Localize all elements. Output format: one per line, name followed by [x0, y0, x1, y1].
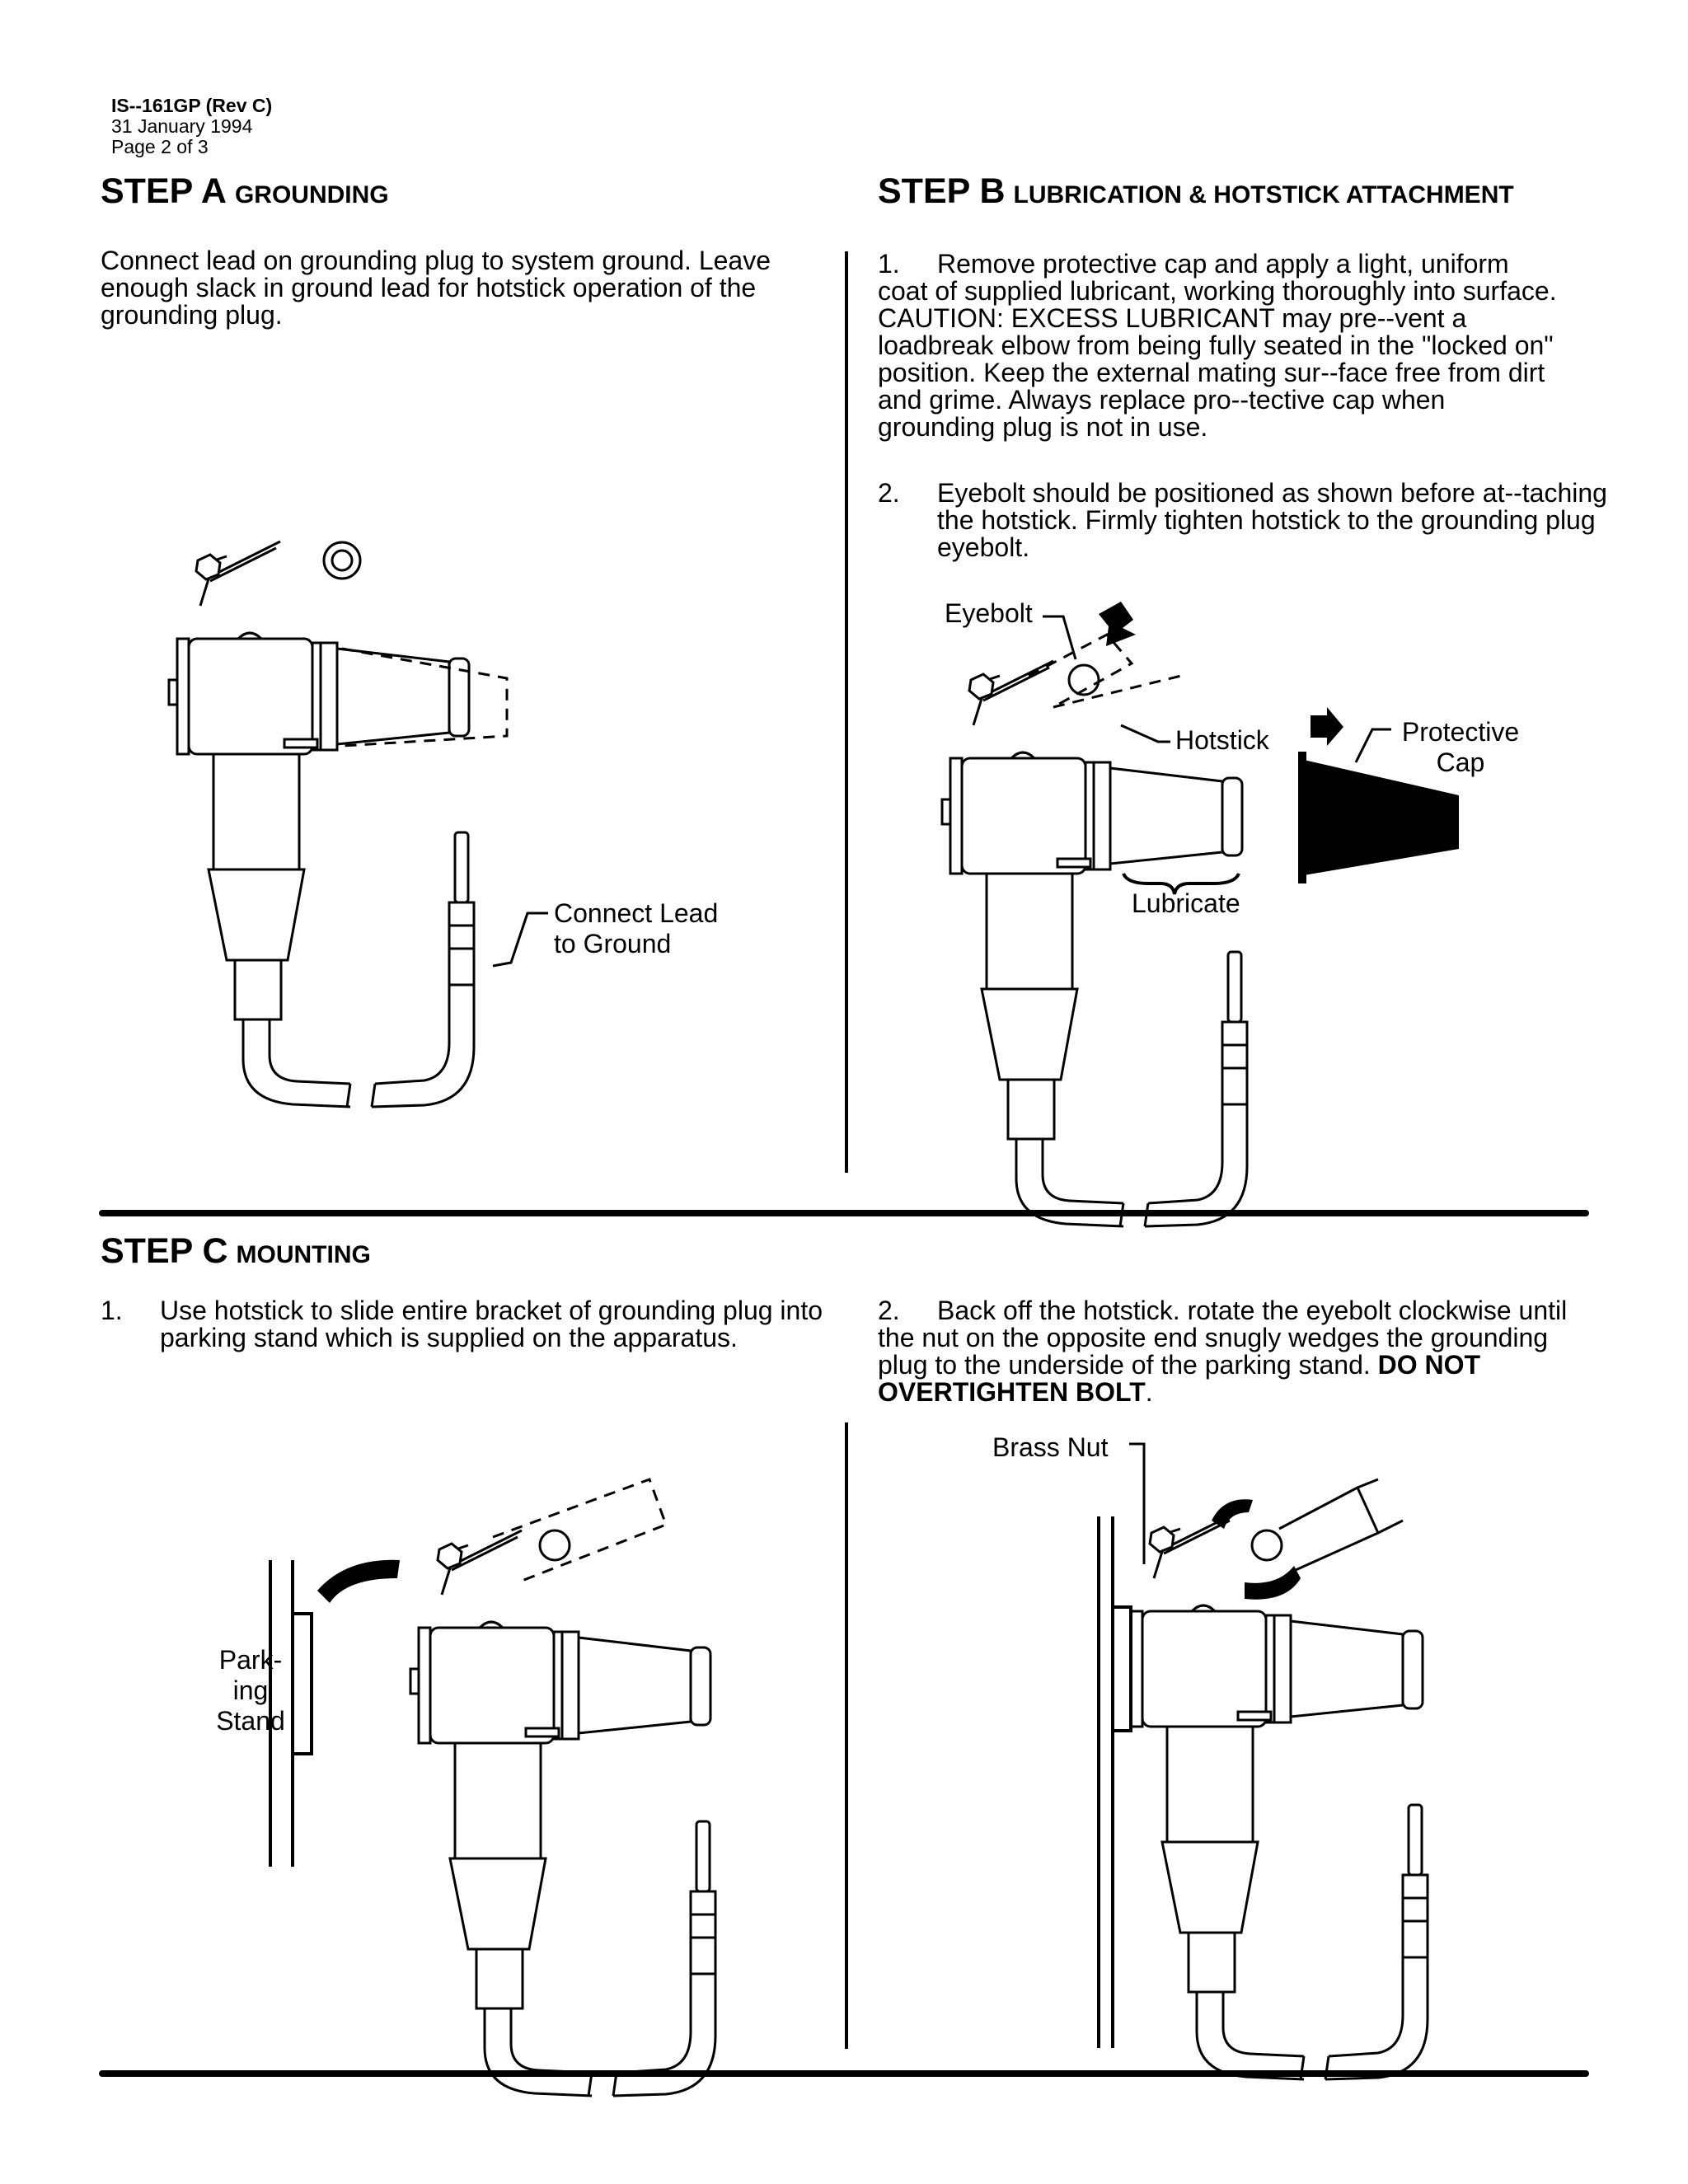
step-b-item-2-number: 2. [878, 478, 900, 508]
step-c-item-2: 2.Back off the hotstick. rotate the eyeb… [878, 1297, 1570, 1406]
label-connect-lead: Connect Lead to Ground [554, 898, 718, 959]
figure-protective-cap [1298, 707, 1459, 883]
step-b-title: STEP B [878, 171, 1006, 211]
label-parking-stand-line-3: Stand [216, 1706, 285, 1736]
label-brass-nut: Brass Nut [992, 1432, 1109, 1462]
vertical-divider-top [845, 251, 848, 1173]
label-protective-cap-line-2: Cap [1436, 748, 1485, 777]
doc-date: 31 January 1994 [111, 115, 253, 137]
arrow-slide [317, 1559, 400, 1603]
figure-parking-stand [269, 1560, 313, 1867]
leader-connect-lead [492, 912, 548, 968]
figure-step-a-plug [167, 540, 509, 1108]
step-c-item-2-number: 2. [878, 1296, 900, 1325]
step-b-item-2: 2. Eyebolt should be positioned as shown … [878, 480, 1646, 561]
step-c-item-1: 1. Use hotstick to slide entire bracket o… [101, 1297, 902, 1352]
step-c-item-2-end: . [1145, 1377, 1153, 1407]
figure-wall [1097, 1516, 1132, 2048]
step-b-subtitle: LUBRICATION & HOTSTICK ATTACHMENT [1013, 181, 1514, 209]
step-c-item-2-warning: DO NOT OVERTIGHTEN BOLT [878, 1350, 1481, 1407]
label-eyebolt: Eyebolt [945, 598, 1033, 628]
step-b-item-1-number: 1. [878, 249, 900, 279]
arrow-eyebolt [1099, 602, 1136, 646]
step-c-subtitle: MOUNTING [236, 1241, 371, 1268]
step-c-item-2-text: Back off the hotstick. rotate the eyebol… [878, 1296, 1568, 1380]
step-a-title: STEP A [101, 171, 227, 211]
figure-step-c-tighten [1121, 1478, 1429, 2081]
figure-step-c-mount [409, 1478, 717, 2097]
arrow-rotate-top [1212, 1499, 1253, 1529]
horizontal-rule-bottom [99, 2070, 1589, 2077]
label-lubricate: Lubricate [1132, 888, 1240, 918]
arrow-rotate-bottom [1245, 1566, 1301, 1600]
leader-brass-nut [1129, 1442, 1146, 1564]
horizontal-rule-middle [99, 1210, 1589, 1216]
step-b-item-1-text: Remove protective cap and apply a light,… [878, 249, 1557, 442]
step-b-item-2-text: Eyebolt should be positioned as shown be… [937, 478, 1607, 562]
label-protective-cap-line-1: Protective [1401, 717, 1520, 747]
document-header: IS--161GP (Rev C) 31 January 1994 Page 2… [111, 96, 272, 157]
vertical-divider-bottom [845, 1422, 848, 2049]
doc-id: IS--161GP (Rev C) [111, 95, 273, 116]
step-b-item-1: 1.Remove protective cap and apply a ligh… [878, 251, 1562, 441]
step-c-heading: STEP C MOUNTING [101, 1231, 371, 1272]
label-connect-lead-line-2: to Ground [554, 929, 672, 958]
figure-step-b-plug [940, 633, 1249, 1228]
step-c-title: STEP C [101, 1231, 228, 1271]
label-hotstick: Hotstick [1175, 725, 1269, 755]
step-c-item-1-text: Use hotstick to slide entire bracket of … [160, 1296, 823, 1352]
label-protective-cap: Protective Cap [1395, 717, 1526, 778]
page-number: Page 2 of 3 [111, 136, 209, 157]
label-parking-stand-line-2: ing [232, 1675, 269, 1705]
step-a-text: Connect lead on grounding plug to system… [101, 246, 771, 330]
label-connect-lead-line-1: Connect Lead [554, 898, 719, 928]
step-a-subtitle: GROUNDING [234, 181, 389, 209]
step-c-item-1-number: 1. [101, 1296, 123, 1325]
